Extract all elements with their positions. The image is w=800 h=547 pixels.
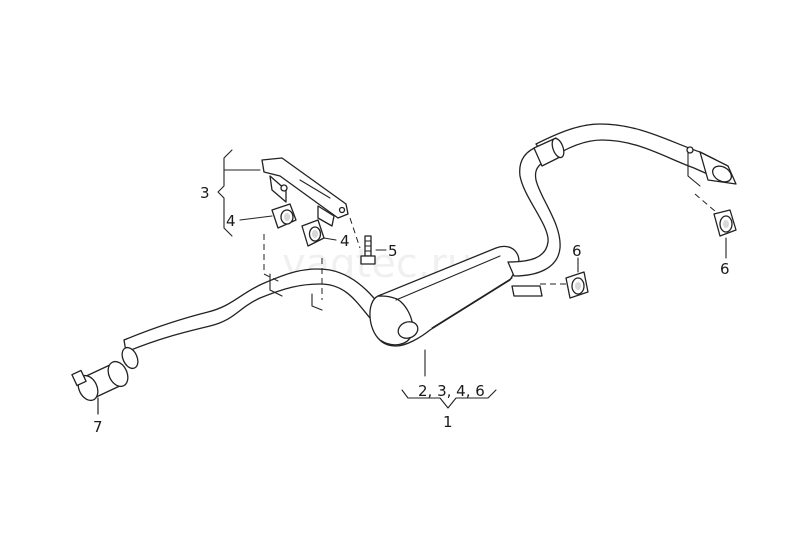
callout-4-left: 4 [226,212,236,230]
leader-lines [97,149,727,415]
rubber-mount-left [271,203,297,229]
intermediate-pipe [507,145,561,297]
center-muffler [369,245,520,347]
assembly-line [349,217,361,249]
callout-6-center: 6 [572,242,582,260]
bolt [360,235,376,265]
callout-7: 7 [93,418,103,436]
callout-6-rear: 6 [720,260,730,278]
callout-5: 5 [388,242,398,260]
pipe-hanger-pins [269,273,323,311]
pipe-clamp [71,360,129,415]
callout-2-3-4-6: 2, 3, 4, 6 [418,382,485,400]
front-exhaust-pipe [121,268,393,370]
callout-3: 3 [200,184,210,202]
rubber-mount-center [565,271,589,299]
rubber-mount-rear [713,209,737,237]
assembly-line [263,273,281,283]
hanger-bracket [261,157,349,227]
rear-pipe [533,123,737,187]
callout-1: 1 [443,413,453,431]
callout-4-right: 4 [340,232,350,250]
rubber-mount-right [301,219,325,247]
assembly-line [694,193,717,213]
